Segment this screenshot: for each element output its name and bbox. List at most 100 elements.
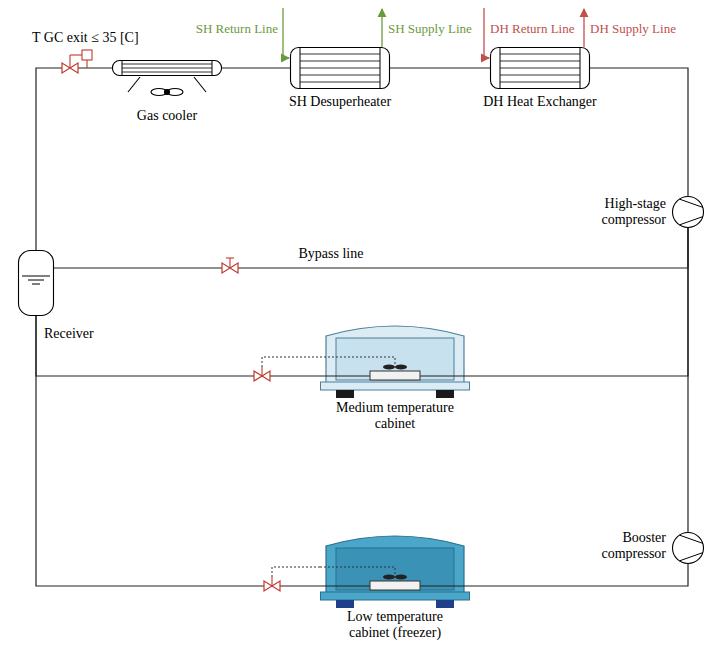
gc-valve — [62, 50, 92, 73]
heat-exchanger-outline — [490, 47, 590, 89]
freezer-cabinet-part — [370, 581, 420, 590]
display-cabinet-outline — [320, 320, 470, 398]
lt-expansion-valve — [271, 577, 272, 586]
lt-expansion-valve — [264, 581, 280, 591]
component-label: Receiver — [44, 326, 114, 342]
water-line-label: SH Supply Line — [388, 22, 472, 37]
receiver-vessel: Receiver — [18, 250, 54, 316]
receiver-vessel-part — [22, 276, 50, 277]
heat-exchanger-part — [500, 75, 580, 76]
gas-cooler-outline — [112, 60, 222, 76]
display-cabinet-part — [320, 357, 395, 366]
component-label: High-stage compressor — [586, 196, 666, 228]
receiver-vessel-part — [28, 280, 44, 281]
lt-expansion-valve — [264, 577, 280, 591]
water-line-label: DH Supply Line — [590, 22, 676, 37]
desuperheater-part — [291, 48, 390, 89]
gc-valve — [70, 54, 82, 55]
water-line-label: DH Return Line — [490, 22, 574, 37]
gas-cooler: Gas cooler — [112, 60, 222, 76]
heat-exchanger: DH Heat Exchanger — [490, 47, 590, 89]
freezer-cabinet-part — [321, 592, 470, 600]
receiver-vessel-part — [19, 251, 54, 316]
component-label: SH Desuperheater — [265, 94, 415, 110]
compressor-symbol-part — [679, 217, 702, 225]
compressor-symbol-part — [673, 533, 704, 564]
water-line-label: SH Return Line — [176, 22, 278, 37]
display-cabinet-part — [336, 390, 354, 398]
gc-valve — [82, 50, 92, 60]
dh-water-lines — [583, 9, 584, 47]
freezer-cabinet-part — [383, 575, 395, 580]
sh-water-lines — [381, 9, 382, 47]
freezer-cabinet-part — [336, 600, 354, 608]
freezer-cabinet: Low temperature cabinet (freezer) — [320, 530, 470, 608]
lt-expansion-valve — [272, 567, 320, 577]
freezer-cabinet-part — [395, 575, 407, 580]
mt-expansion-valve — [262, 357, 320, 367]
dh-water-lines — [484, 8, 489, 58]
mt-expansion-valve — [261, 367, 262, 376]
heat-exchanger-part — [500, 68, 580, 69]
compressor-symbol-outline — [672, 532, 704, 564]
heat-exchanger-part — [491, 48, 590, 89]
compressor-symbol-part — [679, 535, 702, 543]
refrigerant-pipe — [390, 67, 490, 68]
display-cabinet-part — [326, 326, 464, 384]
gc-valve — [69, 55, 70, 68]
desuperheater-part — [300, 75, 380, 76]
refrigerant-pipe — [36, 316, 320, 376]
refrigerant-pipe — [687, 228, 688, 532]
mt-expansion-valve — [254, 367, 270, 381]
freezer-cabinet-part — [326, 536, 464, 594]
gas-cooler-part — [122, 68, 212, 69]
desuperheater-part — [300, 54, 380, 55]
display-cabinet-part — [321, 382, 470, 390]
gas-cooler-part — [113, 61, 222, 76]
bypass-valve — [226, 257, 234, 258]
refrigerant-pipe — [54, 228, 688, 268]
gas-cooler-part — [122, 72, 212, 73]
gas-cooler-fan — [128, 77, 206, 96]
receiver-vessel-part — [32, 284, 40, 285]
refrigerant-pipe — [222, 67, 290, 68]
refrigerant-pipe — [590, 68, 688, 196]
bypass-valve — [229, 258, 230, 268]
display-cabinet-part — [395, 365, 407, 370]
display-cabinet: Medium temperature cabinet — [320, 320, 470, 398]
freezer-cabinet-part — [320, 567, 395, 576]
freezer-cabinet-outline — [320, 530, 470, 608]
desuperheater-part — [300, 82, 380, 83]
refrigerant-pipe — [470, 228, 688, 376]
component-label: Gas cooler — [92, 108, 242, 124]
lt-expansion-valve — [264, 567, 320, 591]
gas-cooler-part — [122, 64, 212, 65]
desuperheater-outline — [290, 47, 390, 89]
component-label: Medium temperature cabinet — [320, 400, 470, 432]
heat-exchanger-part — [500, 82, 580, 83]
compressor-symbol-part — [679, 553, 702, 561]
component-label: Booster compressor — [586, 530, 666, 562]
desuperheater: SH Desuperheater — [290, 47, 390, 89]
refrigerant-pipe — [36, 316, 320, 586]
compressor-symbol: High-stage compressor — [672, 196, 704, 228]
receiver-vessel-outline — [18, 250, 54, 316]
desuperheater-part — [300, 68, 380, 69]
component-label: Low temperature cabinet (freezer) — [330, 609, 460, 641]
refrigerant-pipe — [470, 564, 688, 586]
display-cabinet-part — [436, 390, 454, 398]
compressor-symbol: Booster compressor — [672, 532, 704, 564]
gas-cooler-fan — [194, 77, 206, 92]
sh-water-lines — [283, 8, 289, 58]
bypass-valve — [222, 258, 238, 273]
desuperheater-part — [300, 61, 380, 62]
bypass-valve — [222, 263, 238, 273]
freezer-cabinet-part — [436, 600, 454, 608]
gas-cooler-fan — [165, 90, 170, 95]
mt-expansion-valve — [254, 371, 270, 381]
refrigerant-pipe — [36, 68, 112, 250]
mt-expansion-valve — [254, 357, 320, 381]
component-label: DH Heat Exchanger — [465, 94, 615, 110]
gc-valve — [62, 63, 78, 73]
